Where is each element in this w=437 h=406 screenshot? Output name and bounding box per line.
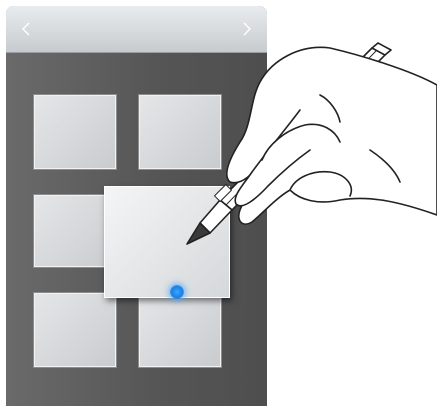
next-page-button[interactable] <box>227 6 267 52</box>
tile-2[interactable] <box>139 95 221 169</box>
previous-page-button[interactable] <box>6 6 46 52</box>
tile-5[interactable] <box>139 293 221 367</box>
chevron-left-icon <box>21 21 31 37</box>
chevron-right-icon <box>242 21 252 37</box>
tile-4[interactable] <box>34 293 116 367</box>
tile-grid <box>6 53 267 406</box>
touch-point-indicator <box>170 285 184 299</box>
navigation-bar <box>6 6 267 53</box>
tile-1[interactable] <box>34 95 116 169</box>
dragged-tile[interactable] <box>104 186 230 298</box>
device-screen <box>6 6 267 406</box>
